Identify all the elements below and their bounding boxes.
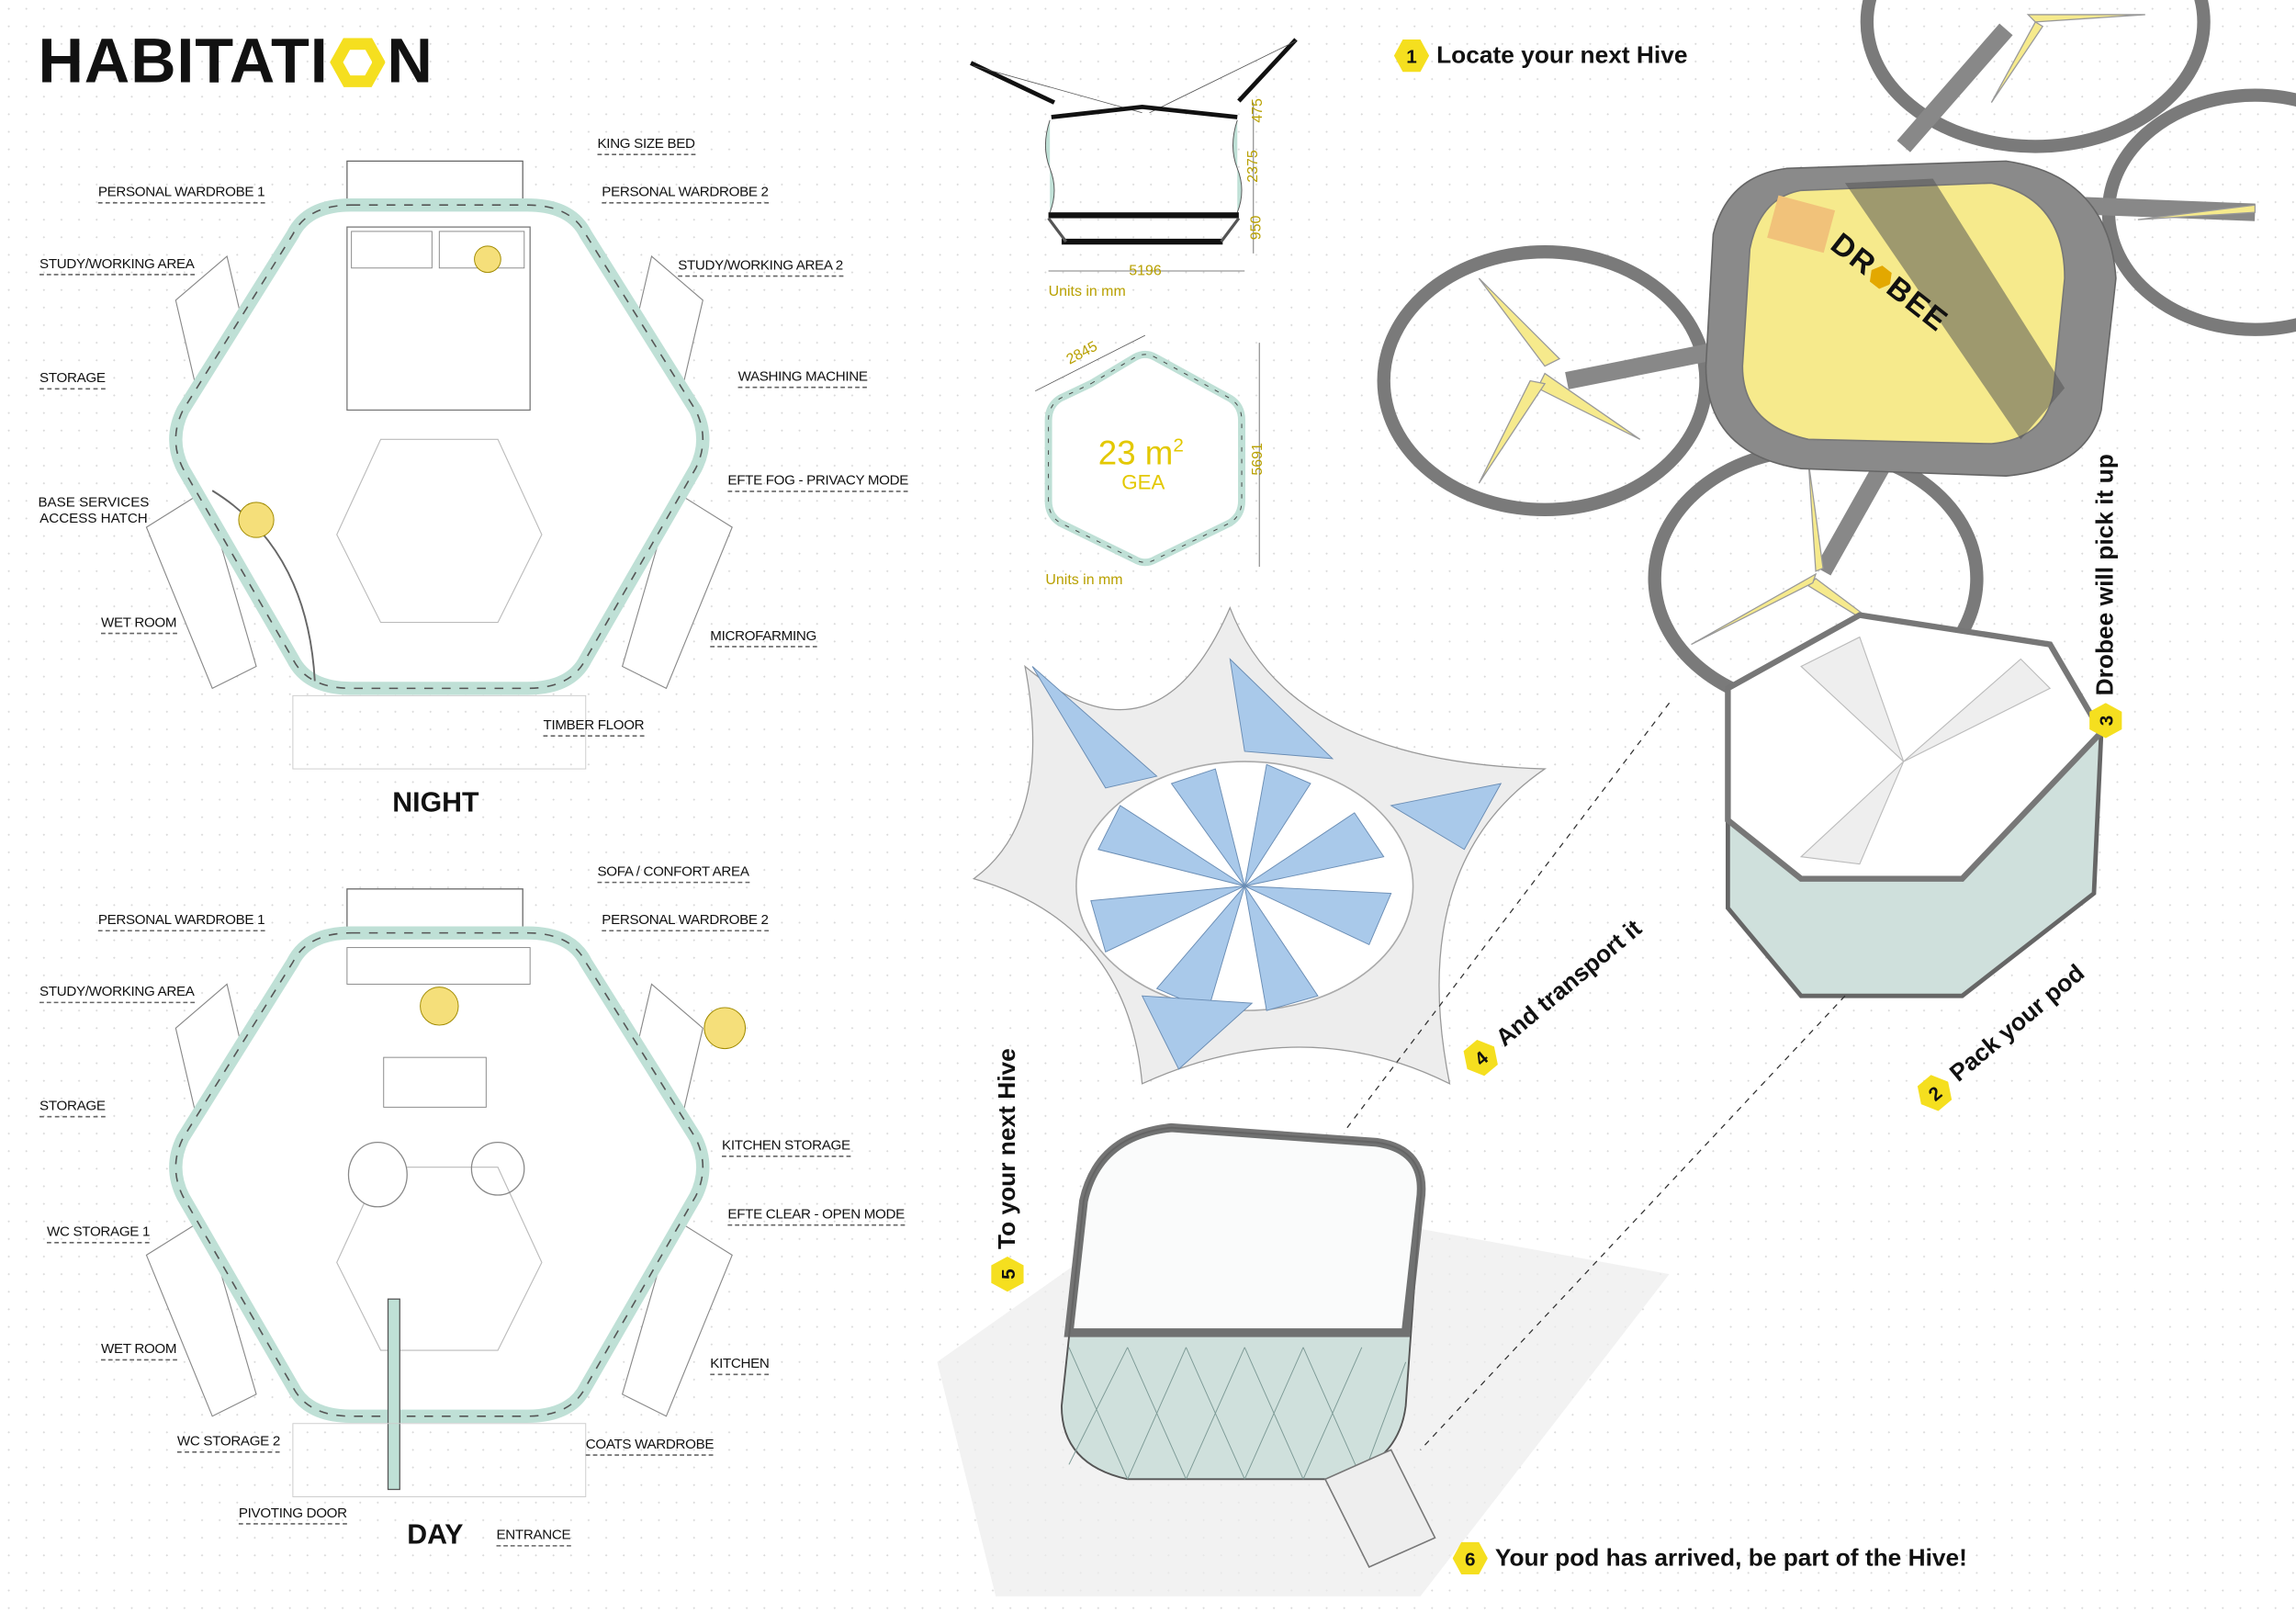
poster-title: HABITATI N	[38, 27, 433, 98]
label-pivoting-door: PIVOTING DOOR	[238, 1506, 347, 1525]
label-personal-wardrobe-2: PERSONAL WARDROBE 2	[602, 912, 769, 932]
drobee-drone	[1346, 0, 2296, 1450]
pivoting-door	[387, 1298, 400, 1491]
section-drawing	[970, 38, 1298, 272]
label-coats-wardrobe: COATS WARDROBE	[585, 1437, 715, 1456]
label-kitchen-storage: KITCHEN STORAGE	[722, 1138, 850, 1157]
dim-width: 5196	[1129, 263, 1162, 280]
pod-isometric	[937, 1122, 1670, 1596]
label-efte-clear: EFTE CLEAR - OPEN MODE	[727, 1207, 905, 1226]
step-1: 1 Locate your next Hive	[1393, 38, 1688, 73]
roof-canopy-drawing	[972, 605, 1548, 1086]
area-type: GEA	[1121, 469, 1165, 494]
step-text: Your pod has arrived, be part of the Hiv…	[1494, 1544, 1967, 1571]
step-6: 6 Your pod has arrived, be part of the H…	[1452, 1540, 1967, 1575]
step-text: Locate your next Hive	[1436, 41, 1688, 69]
label-personal-wardrobe-2: PERSONAL WARDROBE 2	[602, 185, 769, 204]
step-number-hexagon: 3	[2088, 703, 2123, 738]
dim-plan-height: 5691	[1250, 443, 1266, 476]
label-storage: STORAGE	[39, 370, 106, 390]
title-text: HABITATI	[38, 26, 329, 97]
label-wc-storage-1: WC STORAGE 1	[47, 1224, 150, 1244]
label-kitchen: KITCHEN	[710, 1356, 770, 1376]
label-line: BASE SERVICES	[38, 494, 150, 512]
label-timber-floor: TIMBER FLOOR	[543, 717, 645, 737]
label-personal-wardrobe-1: PERSONAL WARDROBE 1	[97, 185, 265, 204]
section-units: Units in mm	[1048, 284, 1126, 300]
step-3: 3 Drobee will pick it up	[2088, 454, 2123, 738]
step-number-hexagon: 6	[1452, 1541, 1488, 1575]
label-wet-room: WET ROOM	[101, 615, 176, 635]
label-line: ACCESS HATCH	[39, 511, 148, 527]
area-unit-sup: 2	[1173, 434, 1184, 457]
step-number-hexagon: 5	[990, 1257, 1025, 1291]
day-floor-plan	[145, 888, 747, 1497]
dim-base-height: 950	[1248, 215, 1266, 241]
label-wet-room: WET ROOM	[101, 1341, 176, 1361]
label-microfarming: MICROFARMING	[710, 628, 816, 648]
label-base-services: BASE SERVICES ACCESS HATCH	[38, 495, 149, 527]
person-cooking-icon	[703, 1007, 747, 1050]
area-number: 23 m	[1097, 433, 1174, 472]
area-value: 23 m2	[1098, 434, 1184, 473]
dim-roof-height: 475	[1250, 98, 1266, 123]
step-text: Drobee will pick it up	[2091, 454, 2119, 696]
night-plan-title: NIGHT	[392, 787, 479, 819]
label-wc-storage-2: WC STORAGE 2	[176, 1434, 280, 1453]
night-floor-plan	[145, 160, 733, 770]
label-personal-wardrobe-1: PERSONAL WARDROBE 1	[97, 912, 265, 932]
label-study-area: STUDY/WORKING AREA	[39, 256, 195, 276]
label-study-area-2: STUDY/WORKING AREA 2	[678, 258, 843, 277]
step-number-hexagon: 1	[1393, 39, 1430, 73]
day-plan-title: DAY	[407, 1519, 464, 1551]
label-washing-machine: WASHING MACHINE	[737, 369, 868, 389]
person-working-icon	[238, 502, 275, 538]
person-sitting-icon	[420, 987, 459, 1026]
area-units: Units in mm	[1045, 572, 1123, 589]
title-text-end: N	[387, 26, 433, 97]
label-efte-fog: EFTE FOG - PRIVACY MODE	[727, 473, 908, 492]
label-study-area: STUDY/WORKING AREA	[39, 984, 195, 1004]
dim-wall-height: 2375	[1245, 150, 1262, 183]
label-king-size-bed: KING SIZE BED	[597, 136, 695, 156]
hexagon-o-icon	[330, 37, 386, 87]
label-entrance: ENTRANCE	[496, 1528, 571, 1547]
step-5: 5 To your next Hive	[990, 1048, 1025, 1291]
label-sofa: SOFA / CONFORT AREA	[597, 864, 749, 884]
person-sleeping-icon	[474, 245, 501, 274]
label-storage: STORAGE	[39, 1099, 106, 1118]
step-text: To your next Hive	[993, 1048, 1020, 1250]
area-hexagon-plan	[1035, 334, 1260, 568]
